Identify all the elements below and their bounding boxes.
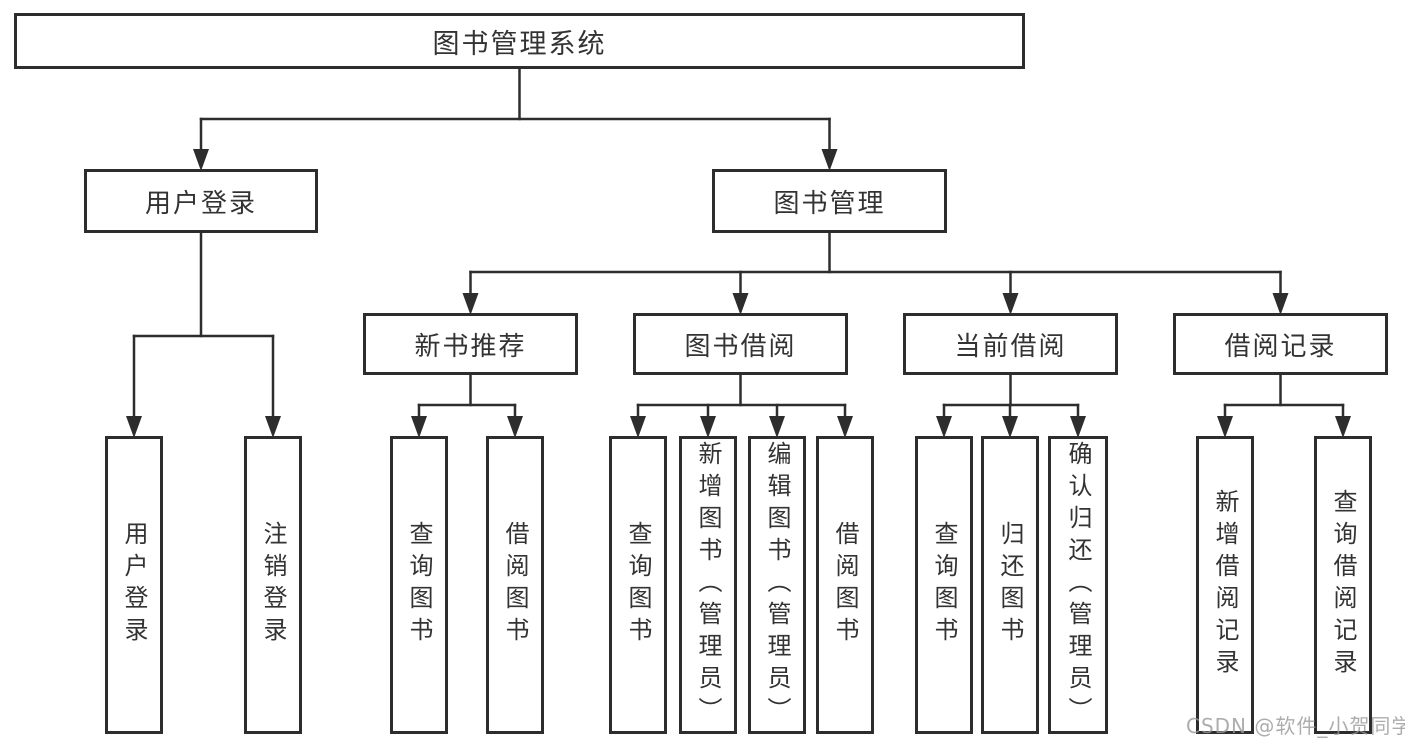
node-borrowing-records: 借阅记录 (1173, 313, 1388, 375)
node-leaf-query-borrow-record: 查询借阅记录 (1314, 436, 1372, 734)
node-book-borrowing: 图书借阅 (633, 313, 848, 375)
node-leaf-query-books: 查询图书 (915, 436, 973, 734)
node-leaf-query-books: 查询图书 (609, 436, 667, 734)
node-leaf-borrow-books: 借阅图书 (816, 436, 874, 734)
node-leaf-return-book: 归还图书 (981, 436, 1039, 734)
node-user-login: 用户登录 (84, 169, 318, 233)
node-leaf-add-book-admin: 新增图书（管理员） (679, 436, 737, 734)
node-book-management: 图书管理 (712, 169, 947, 233)
csdn-watermark: CSDN @软件_小贺同学 (1186, 714, 1405, 738)
node-current-borrowing: 当前借阅 (903, 313, 1118, 375)
node-library-management-system: 图书管理系统 (14, 13, 1025, 69)
node-leaf-logout: 注销登录 (244, 436, 302, 734)
node-leaf-borrow-books: 借阅图书 (486, 436, 544, 734)
node-leaf-confirm-return-admin: 确认归还（管理员） (1048, 436, 1108, 734)
node-leaf-user-login: 用户登录 (105, 436, 163, 734)
node-leaf-add-borrow-record: 新增借阅记录 (1196, 436, 1254, 734)
node-leaf-query-books: 查询图书 (390, 436, 448, 734)
node-leaf-edit-book-admin: 编辑图书（管理员） (748, 436, 806, 734)
node-new-book-recommendation: 新书推荐 (363, 313, 578, 375)
